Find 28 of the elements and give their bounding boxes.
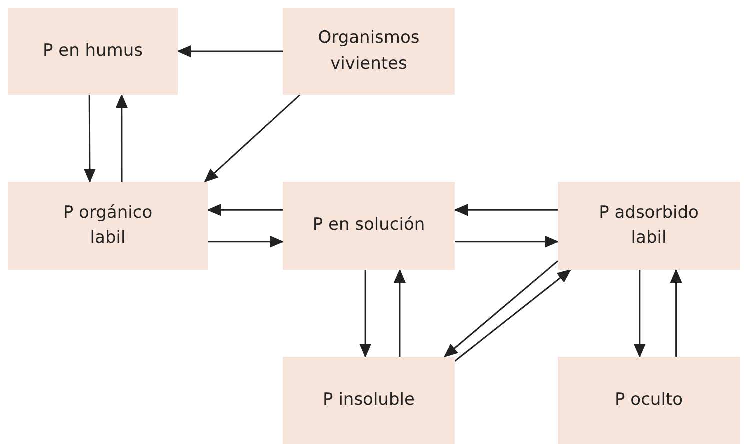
arrow [444,260,558,358]
node-label: P en solución [312,214,426,238]
arrow [204,94,301,183]
process-box [558,182,740,270]
arrow [360,270,372,358]
arrow [208,236,284,248]
arrow [454,269,572,362]
arrow [116,94,128,182]
arrow [177,46,283,58]
process-box [8,182,208,270]
arrow [454,204,558,216]
arrow [207,204,283,216]
arrow [634,270,646,358]
node-label: P en humus [42,40,144,63]
process-box [558,357,740,444]
node-label: P adsorbido labil [598,202,700,250]
process-box [283,182,455,270]
process-box [8,8,178,95]
node-label: Organismos vivientes [317,27,421,76]
node-label: P oculto [615,388,683,412]
arrow [455,236,559,248]
process-box [283,357,455,444]
process-box [283,8,455,95]
node-label: P insoluble [323,388,415,412]
arrow [84,95,96,183]
arrow [670,269,682,357]
arrow [394,269,406,357]
node-label: P orgánico labil [62,202,154,250]
